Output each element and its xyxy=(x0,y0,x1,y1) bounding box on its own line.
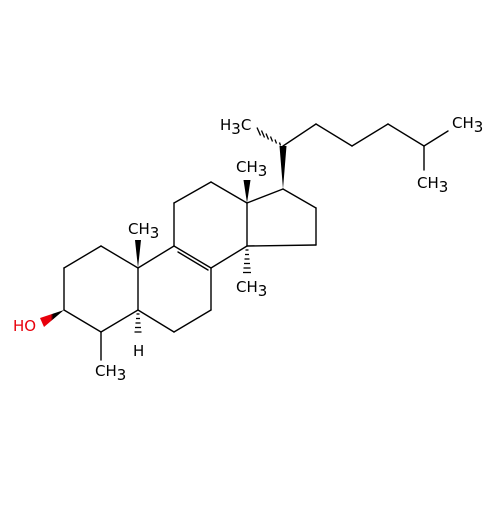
bond xyxy=(210,245,248,269)
wedge-bonds xyxy=(135,146,287,268)
methyl-c13-label: CH3 xyxy=(236,158,267,180)
ring-d xyxy=(246,188,317,247)
methyl-c14-label: CH3 xyxy=(236,278,267,300)
wedge-c13-methyl xyxy=(243,180,251,203)
hash xyxy=(269,136,274,142)
methyl-c4-label: CH3 xyxy=(95,362,126,384)
bond xyxy=(100,245,139,269)
hash xyxy=(274,139,278,144)
bond xyxy=(63,309,102,333)
ring-c xyxy=(173,181,248,269)
double-bond-inner xyxy=(177,251,209,271)
bond xyxy=(137,309,175,333)
bond xyxy=(423,130,449,147)
methyl-side-chain-label: H3C xyxy=(220,116,251,138)
wedge-c17-chain xyxy=(279,146,287,189)
bond xyxy=(173,309,212,333)
hashed-bonds xyxy=(134,127,282,333)
bond xyxy=(315,123,353,147)
bond xyxy=(63,245,102,269)
hash xyxy=(278,142,282,146)
hydroxyl-label: HO xyxy=(13,317,36,335)
hydrogen-c5-label: H xyxy=(133,342,144,360)
bond xyxy=(246,188,284,204)
bond xyxy=(282,123,317,147)
bond xyxy=(100,309,139,333)
side-chain xyxy=(282,123,449,171)
hash xyxy=(256,127,262,136)
wedge-hydroxyl xyxy=(40,310,64,327)
bond xyxy=(173,245,212,269)
bond xyxy=(351,123,389,147)
bond xyxy=(387,123,425,147)
ring-a xyxy=(63,245,139,361)
bond xyxy=(282,188,317,209)
wedge-c10-methyl xyxy=(135,240,141,268)
bond xyxy=(173,181,212,204)
hash xyxy=(260,130,266,138)
bond xyxy=(246,244,317,247)
bond xyxy=(210,181,248,204)
bond xyxy=(137,245,175,269)
methyl-terminal-b-label: CH3 xyxy=(417,174,448,196)
methyl-c10-label: CH3 xyxy=(128,220,159,242)
ring-b xyxy=(137,245,212,333)
methyl-terminal-a-label: CH3 xyxy=(452,114,483,136)
hash xyxy=(265,133,270,140)
